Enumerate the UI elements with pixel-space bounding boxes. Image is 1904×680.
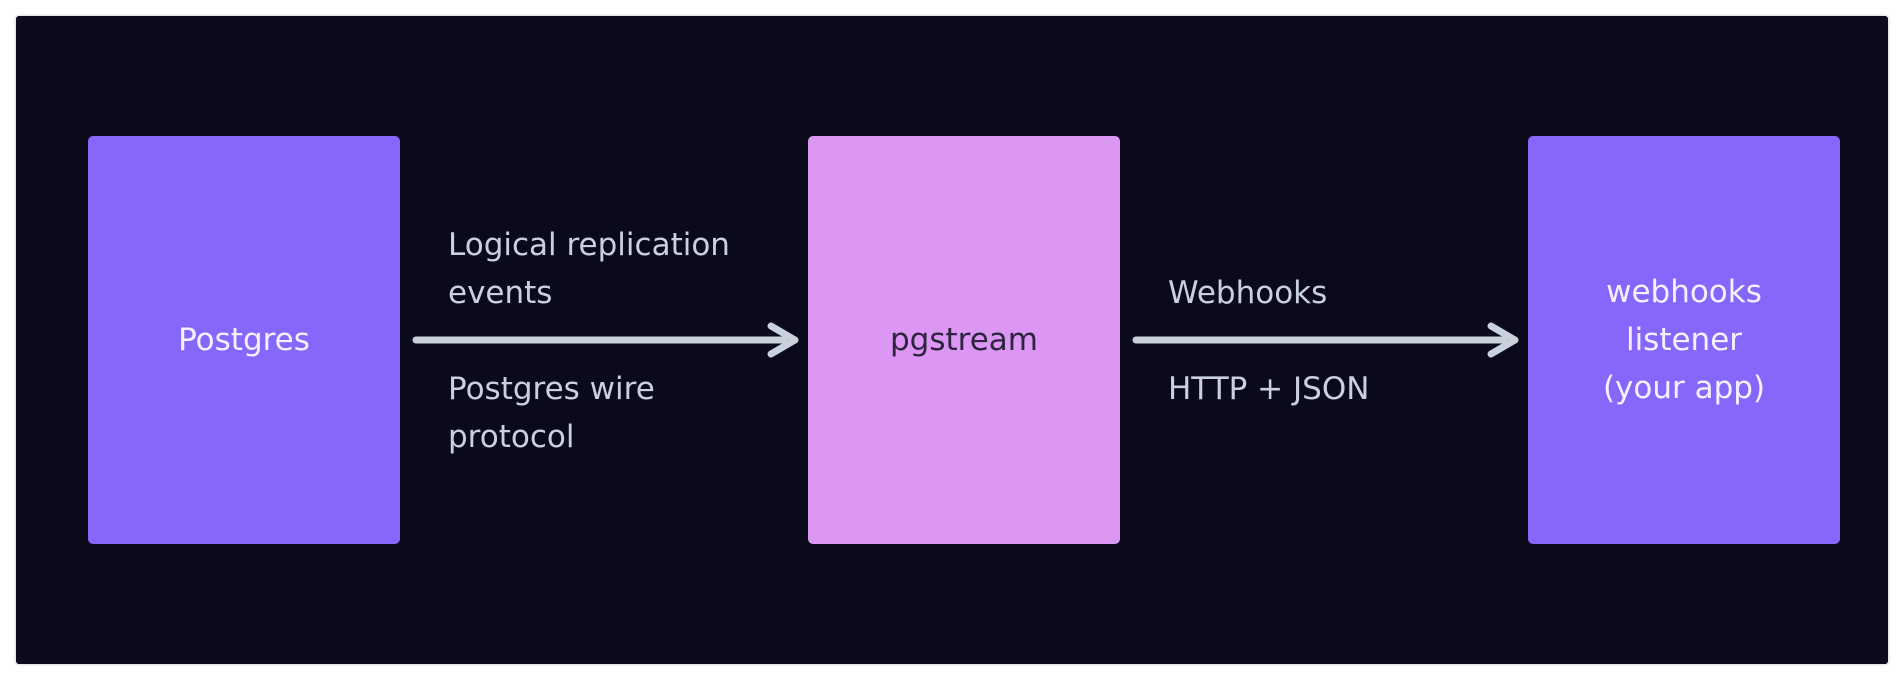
node-pgstream: pgstream [808, 136, 1120, 544]
node-pgstream-label: pgstream [890, 322, 1038, 358]
node-webhooks-listener-label: webhooks listener (your app) [1602, 274, 1766, 406]
node-postgres-label: Postgres [178, 322, 310, 358]
edge-2-label-top: Webhooks [1168, 275, 1328, 311]
node-webhooks-listener: webhooks listener (your app) [1528, 136, 1840, 544]
edge-1-label-top: Logical replication events [448, 227, 730, 311]
edge-2-label-bottom: HTTP + JSON [1168, 371, 1370, 407]
edge-1-label-bottom: Postgres wire protocol [448, 371, 655, 455]
node-postgres: Postgres [88, 136, 400, 544]
